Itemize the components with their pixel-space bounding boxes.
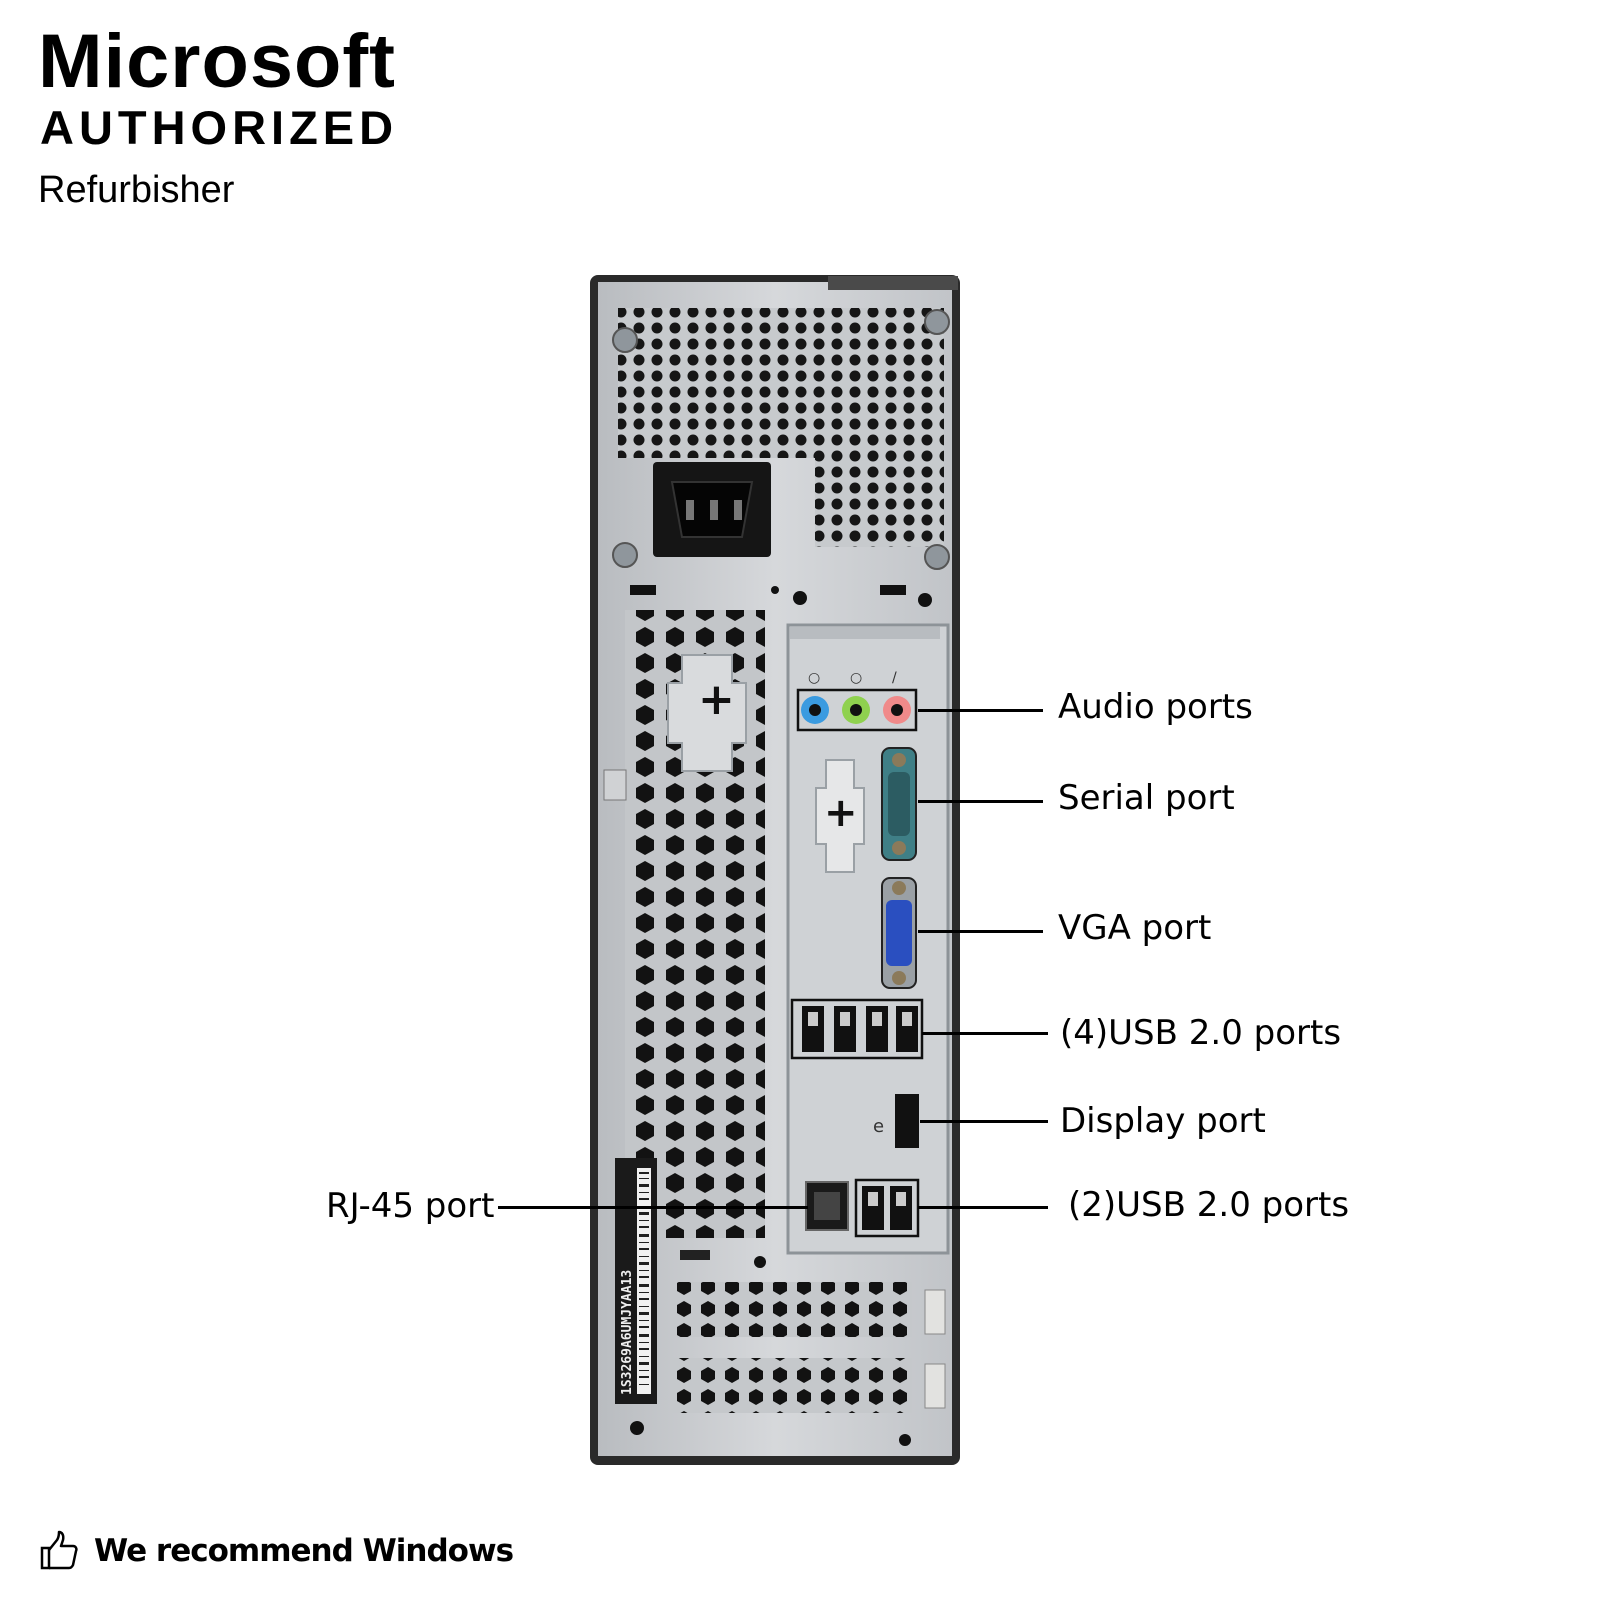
vga-leader xyxy=(918,930,1043,933)
brand-microsoft: Microsoft xyxy=(38,19,397,104)
svg-text:○: ○ xyxy=(808,670,820,686)
callout-serial-port: Serial port xyxy=(1058,778,1235,818)
power-inlet-icon xyxy=(653,462,771,557)
usb-4-ports-icon xyxy=(790,998,924,1060)
svg-text:+: + xyxy=(698,674,735,725)
brand-authorized: AUTHORIZED xyxy=(40,101,399,154)
rj45-port-icon xyxy=(805,1181,849,1231)
usb2-leader xyxy=(918,1206,1048,1209)
serial-port-icon xyxy=(881,747,917,861)
svg-text:e: e xyxy=(873,1116,884,1137)
thumbs-up-icon xyxy=(40,1530,78,1570)
serial-sticker-text: 1S3269A6UMJYAA13 xyxy=(620,1270,635,1395)
brand-block: Microsoft AUTHORIZED Refurbisher xyxy=(38,24,399,211)
rj45-leader xyxy=(498,1206,808,1209)
vga-port-icon xyxy=(881,877,917,989)
callout-usb4-ports: (4)USB 2.0 ports xyxy=(1060,1013,1342,1053)
display-leader xyxy=(920,1120,1048,1123)
svg-text:+: + xyxy=(824,790,858,836)
footer: We recommend Windows xyxy=(38,1530,514,1572)
svg-text:○: ○ xyxy=(850,670,862,686)
expansion-slot-1 xyxy=(672,1282,912,1337)
svg-text:/: / xyxy=(892,670,897,686)
footer-text: We recommend Windows xyxy=(94,1533,514,1569)
callout-usb2-ports: (2)USB 2.0 ports xyxy=(1068,1185,1350,1225)
callout-vga-port: VGA port xyxy=(1058,908,1212,948)
callout-rj45-port: RJ-45 port xyxy=(326,1186,495,1226)
serial-leader xyxy=(918,800,1043,803)
screw-icon xyxy=(612,309,950,570)
psu-vent-right xyxy=(815,455,944,547)
audio-ports-icon: ○ ○ / xyxy=(796,670,918,732)
brand-refurbisher: Refurbisher xyxy=(38,169,235,211)
display-port-icon: e xyxy=(873,1094,919,1148)
callout-display-port: Display port xyxy=(1060,1101,1266,1141)
expansion-slot-2 xyxy=(672,1358,912,1413)
usb4-leader xyxy=(922,1032,1048,1035)
audio-leader xyxy=(918,709,1043,712)
psu-vent-top xyxy=(618,308,944,458)
callout-audio-ports: Audio ports xyxy=(1058,687,1253,727)
